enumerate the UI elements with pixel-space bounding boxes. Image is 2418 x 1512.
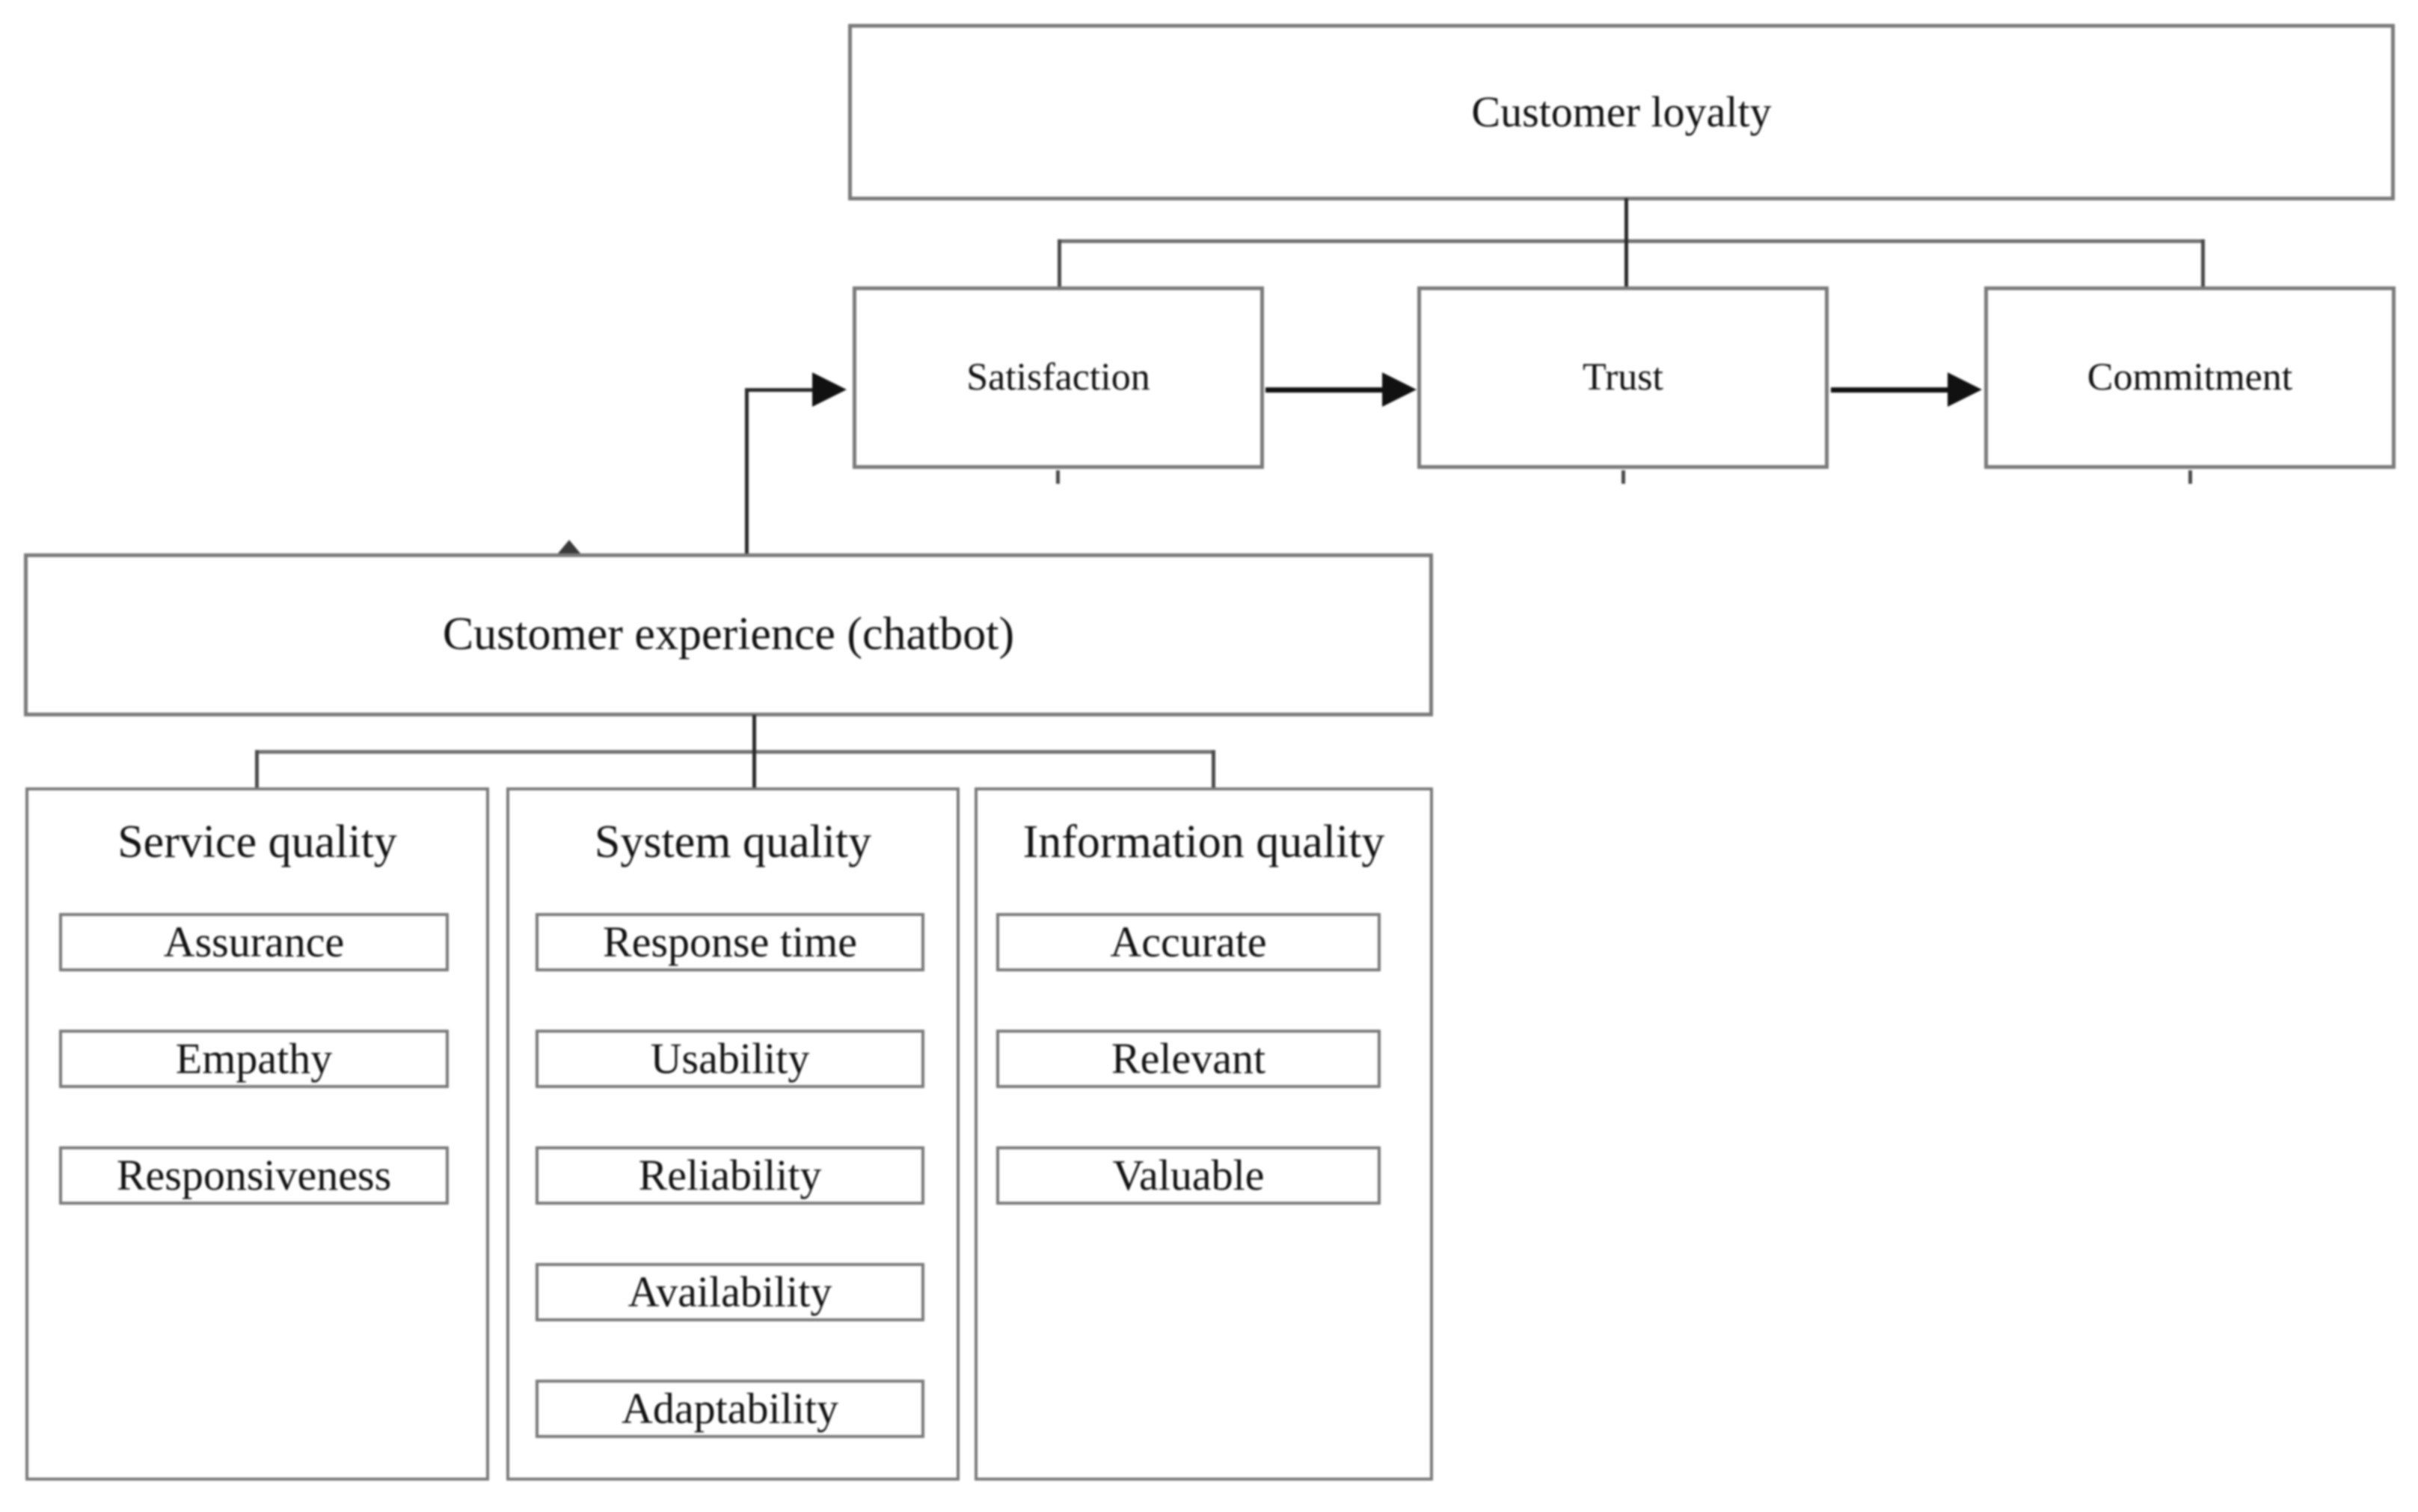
connector-bracket-to-satisfaction (1058, 239, 1061, 287)
connector-bracket-to-commitment (2201, 239, 2205, 287)
connector-top-bracket (1058, 239, 2205, 243)
node-customer-experience: Customer experience (chatbot) (24, 553, 1433, 716)
stub-below-commitment (2188, 470, 2192, 484)
stub-below-trust (1621, 470, 1625, 484)
item-usability: Usability (536, 1030, 924, 1088)
arrow-trust-commitment-shaft (1831, 387, 1949, 393)
connector-bracket-to-information-quality (1212, 750, 1215, 789)
item-adaptability: Adaptability (536, 1380, 924, 1438)
node-trust: Trust (1417, 286, 1829, 469)
item-relevant: Relevant (996, 1030, 1381, 1088)
node-customer-loyalty: Customer loyalty (848, 24, 2395, 200)
column-service-quality: Service quality Assurance Empathy Respon… (25, 787, 489, 1481)
arrow-trust-commitment-head-icon (1948, 372, 1982, 407)
stub-below-satisfaction (1056, 470, 1060, 484)
up-arrowhead-icon (558, 540, 580, 553)
connector-bracket-to-service-quality (255, 750, 259, 789)
item-responsiveness: Responsiveness (59, 1146, 449, 1205)
item-availability: Availability (536, 1263, 924, 1321)
node-commitment: Commitment (1984, 286, 2396, 469)
column-header-service-quality: Service quality (117, 817, 397, 867)
item-assurance: Assurance (59, 913, 449, 971)
column-system-quality: System quality Response time Usability R… (506, 787, 960, 1481)
arrow-ce-satisfaction-head-icon (812, 372, 847, 407)
connector-loyalty-stem (1624, 198, 1628, 242)
item-valuable: Valuable (996, 1146, 1381, 1205)
arrow-satisfaction-trust-head-icon (1382, 372, 1417, 407)
item-accurate: Accurate (996, 913, 1381, 971)
column-header-information-quality: Information quality (1022, 817, 1385, 867)
node-satisfaction: Satisfaction (853, 286, 1264, 469)
arrow-satisfaction-trust-shaft (1265, 387, 1384, 393)
item-empathy: Empathy (59, 1030, 449, 1088)
connector-bottom-bracket (255, 750, 1215, 754)
arrow-ce-satisfaction-horizontal (745, 388, 814, 392)
connector-bracket-to-trust (1624, 239, 1628, 287)
column-header-system-quality: System quality (594, 817, 872, 867)
connector-bracket-to-system-quality (752, 750, 756, 789)
connector-ce-stem (752, 715, 756, 752)
item-response-time: Response time (536, 913, 924, 971)
item-reliability: Reliability (536, 1146, 924, 1205)
column-information-quality: Information quality Accurate Relevant Va… (975, 787, 1433, 1481)
arrow-ce-satisfaction-vertical (745, 388, 749, 553)
